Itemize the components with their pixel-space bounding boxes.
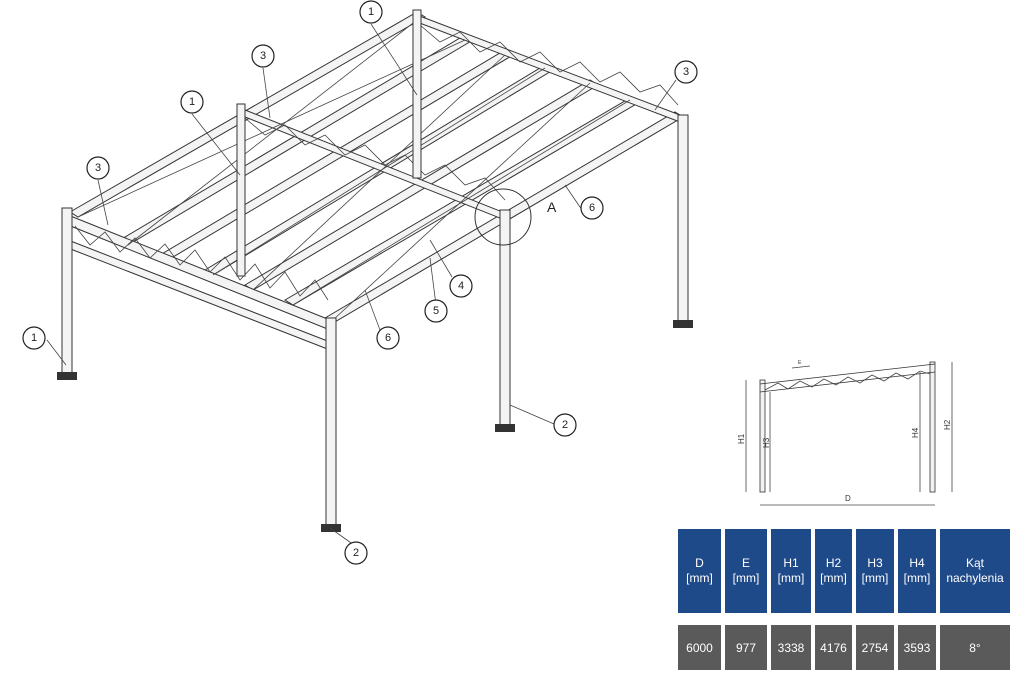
callout: 1: [22, 326, 46, 350]
value-h3: 2754: [856, 625, 894, 670]
svg-text:3: 3: [260, 50, 266, 62]
side-dimensions: H1 H3 H4 H2 D E: [737, 360, 953, 506]
side-frame: [759, 361, 936, 493]
callout: 2: [344, 541, 368, 565]
callout: 3: [674, 60, 698, 84]
value-h2: 4176: [815, 625, 852, 670]
side-elevation-drawing: H1 H3 H4 H2 D E: [737, 360, 953, 506]
value-e: 977: [725, 625, 767, 670]
value-h1: 3338: [771, 625, 811, 670]
h3-label: H3: [762, 437, 771, 448]
callout: 5: [424, 299, 448, 323]
callout: 4: [449, 274, 473, 298]
callout: 6: [580, 196, 604, 220]
header-e: E[mm]: [725, 529, 767, 613]
callout: 1: [180, 90, 204, 114]
header-h4: H4[mm]: [898, 529, 936, 613]
header-d: D[mm]: [678, 529, 721, 613]
d-label: D: [845, 494, 851, 503]
spec-table: D[mm] E[mm] H1[mm] H2[mm] H3[mm] H4[mm] …: [678, 529, 1018, 670]
svg-text:6: 6: [385, 332, 391, 344]
e-label: E: [798, 360, 802, 366]
h1-label: H1: [737, 433, 746, 444]
spec-table-header: D[mm] E[mm] H1[mm] H2[mm] H3[mm] H4[mm] …: [678, 529, 1018, 613]
callout: 1: [359, 0, 383, 24]
svg-text:6: 6: [589, 202, 595, 214]
header-h3: H3[mm]: [856, 529, 894, 613]
svg-text:3: 3: [95, 162, 101, 174]
h4-label: H4: [911, 427, 920, 438]
callout-leaders: [46, 23, 677, 546]
detail-circle-a: A: [474, 188, 557, 246]
callout: 6: [376, 326, 400, 350]
svg-text:4: 4: [458, 280, 464, 292]
isometric-frame-drawing: A 1 3 1 3 3 6 4 5 6 1 2 2: [22, 0, 698, 565]
detail-label: A: [547, 199, 557, 215]
callout: 2: [553, 413, 577, 437]
callout: 3: [86, 156, 110, 180]
svg-text:1: 1: [189, 96, 195, 108]
callout: 3: [251, 44, 275, 68]
value-h4: 3593: [898, 625, 936, 670]
svg-text:3: 3: [683, 66, 689, 78]
value-angle: 8°: [940, 625, 1010, 670]
callouts: 1 3 1 3 3 6 4 5 6 1 2 2: [22, 0, 698, 565]
value-d: 6000: [678, 625, 721, 670]
svg-text:2: 2: [562, 419, 568, 431]
spec-table-values: 6000 977 3338 4176 2754 3593 8°: [678, 625, 1018, 670]
middle-truss: [239, 107, 511, 223]
header-h1: H1[mm]: [771, 529, 811, 613]
svg-text:1: 1: [31, 332, 37, 344]
h2-label: H2: [943, 419, 952, 430]
svg-text:5: 5: [433, 305, 439, 317]
posts: [57, 9, 693, 532]
header-h2: H2[mm]: [815, 529, 852, 613]
svg-text:1: 1: [368, 6, 374, 18]
svg-text:2: 2: [353, 547, 359, 559]
